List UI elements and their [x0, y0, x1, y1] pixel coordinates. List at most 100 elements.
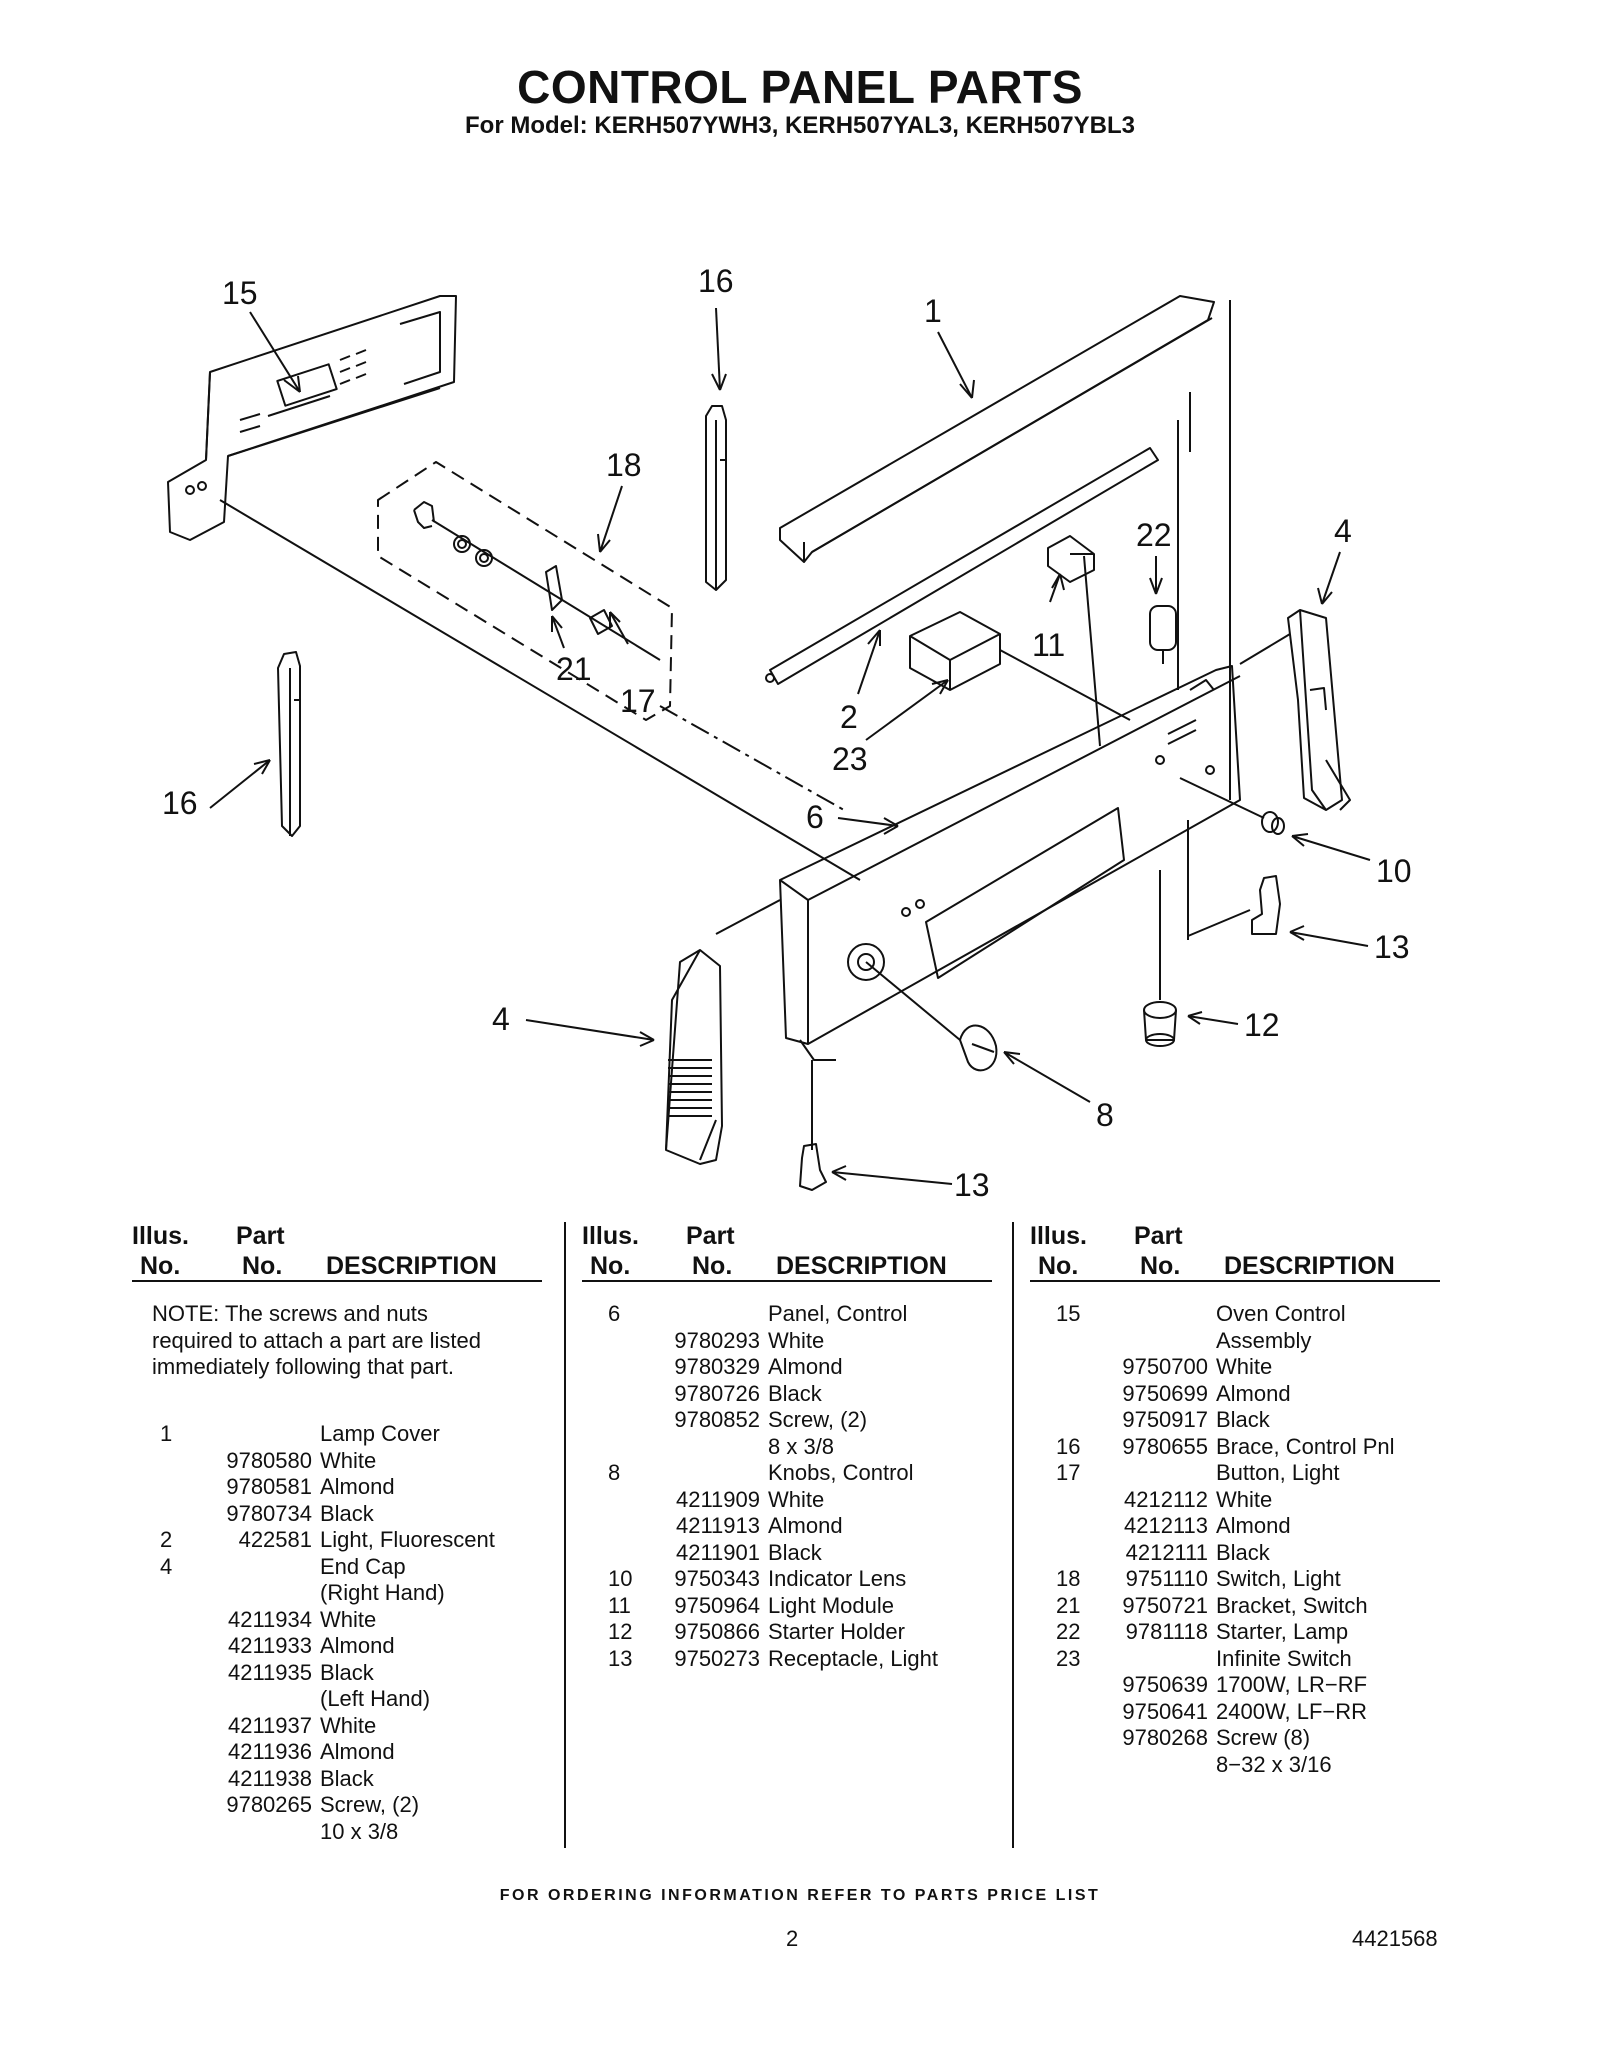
part-number: 4211938 [227, 1765, 312, 1791]
parts-table-column-2: Illus. No. Part No. DESCRIPTION [582, 1222, 992, 1282]
part-description: Screw (8) [1216, 1725, 1311, 1750]
control-knob-drawing [865, 961, 998, 1072]
table-header: Illus. No. Part No. DESCRIPTION [1030, 1222, 1440, 1282]
part-number: 9780293 [674, 1327, 760, 1353]
part-description: Switch, Light [1216, 1566, 1341, 1591]
callout-22: 22 [1136, 517, 1172, 553]
part-number: 9750917 [1122, 1407, 1208, 1432]
callout-13-right: 13 [1374, 929, 1410, 965]
illus-number: 12 [608, 1619, 633, 1644]
part-number: 9750721 [1122, 1592, 1208, 1618]
callout-17: 17 [620, 683, 656, 719]
part-description: Starter, Lamp [1216, 1619, 1349, 1644]
header-part-no: No. [242, 1252, 283, 1280]
callout-numbers: 15 16 1 18 22 4 21 17 11 2 23 16 6 10 13… [162, 263, 1412, 1203]
callout-18: 18 [606, 447, 642, 483]
part-description: White [320, 1606, 377, 1632]
header-illus-no: No. [140, 1252, 181, 1280]
callout-15: 15 [222, 275, 258, 311]
header-illus-no: No. [1038, 1252, 1079, 1280]
part-description: Black [320, 1500, 374, 1526]
table-header: Illus. No. Part No. DESCRIPTION [582, 1222, 992, 1282]
switch-parts-drawing [413, 501, 661, 661]
lamp-cover-drawing [779, 295, 1215, 563]
part-description: Lamp Cover [320, 1421, 440, 1446]
part-description: Oven Control [1216, 1301, 1346, 1326]
control-panel-drawing [779, 665, 1241, 1061]
header-part: Part [686, 1222, 735, 1250]
callout-6: 6 [806, 799, 824, 835]
part-description: Indicator Lens [768, 1566, 907, 1591]
header-illus: Illus. [582, 1222, 639, 1250]
part-description: Black [320, 1765, 374, 1791]
part-description: White [320, 1447, 377, 1473]
illus-number: 13 [608, 1645, 633, 1671]
part-number: 4212112 [1123, 1486, 1208, 1512]
ordering-info-footer: FOR ORDERING INFORMATION REFER TO PARTS … [499, 1887, 1101, 1904]
part-description: Receptacle, Light [768, 1645, 938, 1671]
part-description: White [320, 1712, 377, 1738]
illus-number: 15 [1056, 1301, 1081, 1326]
callout-10: 10 [1376, 853, 1412, 889]
callout-21: 21 [556, 651, 592, 687]
part-number: 4211933 [227, 1633, 312, 1658]
callout-16-lower: 16 [162, 785, 198, 821]
part-description: Almond [768, 1354, 843, 1379]
part-description: Almond [768, 1513, 843, 1538]
part-description: Almond [320, 1633, 395, 1658]
part-number: 9780655 [1122, 1433, 1208, 1459]
part-number: 4211913 [675, 1513, 760, 1538]
callout-4-left: 4 [492, 1001, 510, 1037]
illus-number: 4 [160, 1553, 173, 1579]
header-illus: Illus. [132, 1222, 189, 1250]
fluorescent-light-drawing [765, 447, 1159, 685]
part-description: 1700W, LR−RF [1216, 1672, 1368, 1697]
part-description: Knobs, Control [768, 1460, 914, 1485]
part-description: (Left Hand) [320, 1686, 431, 1711]
part-number: 422581 [238, 1527, 312, 1552]
part-description: Light Module [768, 1592, 894, 1618]
part-description: White [1216, 1354, 1273, 1379]
infinite-switch-drawing [909, 611, 1131, 721]
part-description: Black [1216, 1539, 1270, 1565]
part-number: 4211935 [227, 1659, 312, 1685]
part-number: 4212111 [1125, 1539, 1208, 1565]
header-part-no: No. [692, 1252, 733, 1280]
illus-number: 6 [608, 1301, 621, 1326]
header-description: DESCRIPTION [326, 1252, 497, 1280]
part-number: 4212113 [1123, 1513, 1208, 1538]
part-number: 9780734 [226, 1500, 312, 1526]
indicator-lens-drawing [1179, 777, 1285, 835]
part-number: 9780329 [674, 1354, 760, 1379]
illus-number: 23 [1056, 1645, 1081, 1671]
part-number: 4211936 [227, 1739, 312, 1764]
part-description: Brace, Control Pnl [1216, 1433, 1395, 1459]
part-number: 9750866 [674, 1619, 760, 1644]
brace-lower-drawing [277, 651, 301, 837]
part-description: Panel, Control [768, 1301, 908, 1326]
part-number: 4211901 [675, 1539, 760, 1565]
callout-1: 1 [924, 293, 942, 329]
part-number: 4211909 [675, 1486, 760, 1512]
table-note: NOTE: The screws and nuts required to at… [152, 1301, 481, 1379]
part-description: White [1216, 1486, 1273, 1512]
part-description: Black [320, 1659, 374, 1685]
part-description: Starter Holder [768, 1619, 905, 1644]
part-description: Almond [1216, 1513, 1291, 1538]
illus-number: 2 [160, 1527, 173, 1552]
page-number: 2 [786, 1926, 799, 1951]
end-cap-left-drawing [665, 949, 723, 1165]
part-description: Light, Fluorescent [320, 1527, 495, 1552]
part-description: 10 x 3/8 [320, 1818, 399, 1844]
part-description: Infinite Switch [1216, 1645, 1352, 1671]
lamp-starter-drawing [1149, 605, 1177, 664]
light-module-drawing [1047, 535, 1101, 747]
part-number: 9780581 [226, 1474, 312, 1499]
part-number: 4211934 [227, 1606, 312, 1632]
switch-group-outline [377, 461, 673, 721]
starter-holder-drawing [1143, 870, 1177, 1047]
illus-number: 10 [608, 1566, 633, 1591]
part-description: 8−32 x 3/16 [1216, 1751, 1332, 1777]
part-number: 9750641 [1122, 1698, 1208, 1724]
header-part-no: No. [1140, 1252, 1181, 1280]
